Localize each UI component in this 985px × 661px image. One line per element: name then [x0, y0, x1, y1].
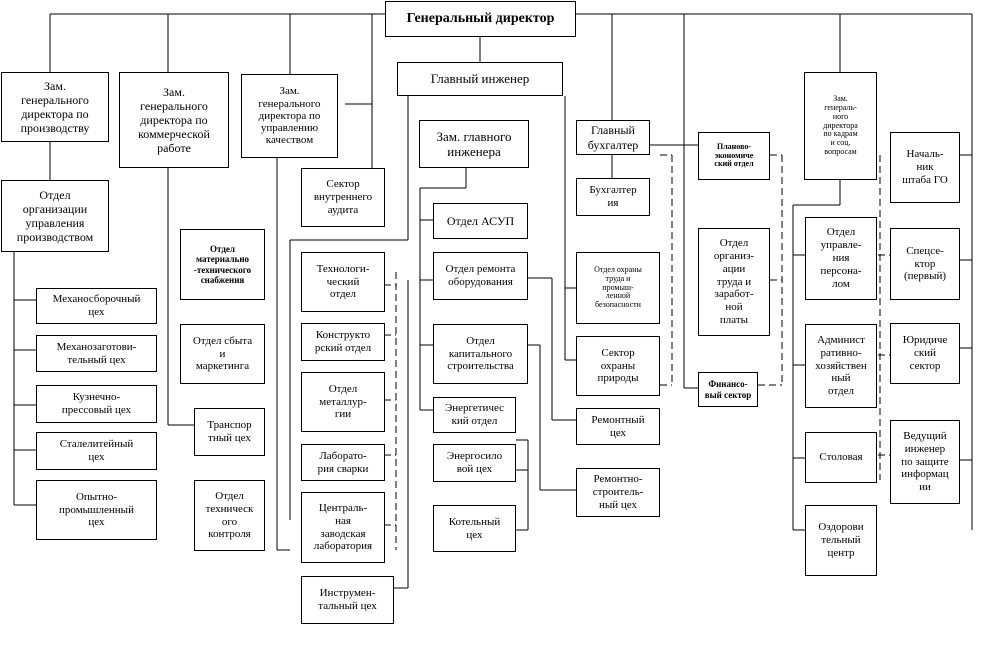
repair-shop-box: Ремонтный цех — [576, 408, 660, 445]
deputy-quality-box: Зам. генерального директора по управлени… — [241, 74, 338, 158]
welding-lab-box: Лаборато- рия сварки — [301, 444, 385, 481]
deputy-hr-box: Зам. генераль- ного директора по кадрам … — [804, 72, 877, 180]
steel-casting-shop-box: Сталелитейный цех — [36, 432, 157, 470]
special-sector-box: Спецсе- ктор (первый) — [890, 228, 960, 300]
canteen-box: Столовая — [805, 432, 877, 483]
legal-sector-box: Юридиче ский сектор — [890, 323, 960, 384]
mechanical-blank-shop-box: Механозаготови- тельный цех — [36, 335, 157, 372]
civil-defense-chief-box: Началь- ник штаба ГО — [890, 132, 960, 203]
accounting-box: Бухгалтер ия — [576, 178, 650, 216]
asup-dept-box: Отдел АСУП — [433, 203, 528, 239]
forge-press-shop-box: Кузнечно- прессовый цех — [36, 385, 157, 423]
equipment-repair-dept-box: Отдел ремонта оборудования — [433, 252, 528, 300]
chief-engineer-box: Главный инженер — [397, 62, 563, 96]
central-factory-lab-box: Централь- ная заводская лаборатория — [301, 492, 385, 563]
sales-marketing-dept-box: Отдел сбыта и маркетинга — [180, 324, 265, 384]
pilot-production-shop-box: Опытно- промышленный цех — [36, 480, 157, 540]
internal-audit-sector-box: Сектор внутреннего аудита — [301, 168, 385, 227]
labor-safety-dept-box: Отдел охраны труда и промыш- ленной безо… — [576, 252, 660, 324]
production-org-dept-box: Отдел организации управления производств… — [1, 180, 109, 252]
deputy-chief-engineer-box: Зам. главного инженера — [419, 120, 529, 168]
repair-construction-shop-box: Ремонтно- строитель- ный цех — [576, 468, 660, 517]
design-dept-box: Конструкто рский отдел — [301, 323, 385, 361]
energy-dept-box: Энергетичес кий отдел — [433, 397, 516, 433]
technological-dept-box: Технологи- ческий отдел — [301, 252, 385, 312]
chief-accountant-box: Главный бухгалтер — [576, 120, 650, 155]
planning-economic-dept-box: Планово- экономиче ский отдел — [698, 132, 770, 180]
environment-sector-box: Сектор охраны природы — [576, 336, 660, 396]
tool-shop-box: Инструмен- тальный цех — [301, 576, 394, 624]
boiler-shop-box: Котельный цех — [433, 505, 516, 552]
info-security-engineer-box: Ведущий инженер по защите информац ии — [890, 420, 960, 504]
transport-shop-box: Транспор тный цех — [194, 408, 265, 456]
general-director-box: Генеральный директор — [385, 1, 576, 37]
technical-control-dept-box: Отдел техническ ого контроля — [194, 480, 265, 551]
admin-household-dept-box: Админист ративно- хозяйствен ный отдел — [805, 324, 877, 408]
material-supply-dept-box: Отдел материально -технического снабжени… — [180, 229, 265, 300]
deputy-production-box: Зам. генерального директора по производс… — [1, 72, 109, 142]
personnel-mgmt-dept-box: Отдел управле- ния персона- лом — [805, 217, 877, 300]
power-shop-box: Энергосило вой цех — [433, 444, 516, 482]
mechanical-assembly-shop-box: Механосборочный цех — [36, 288, 157, 324]
labor-wages-dept-box: Отдел организ- ации труда и заработ- ной… — [698, 228, 770, 336]
capital-construction-dept-box: Отдел капитального строительства — [433, 324, 528, 384]
metallurgy-dept-box: Отдел металлур- гии — [301, 372, 385, 432]
health-center-box: Оздорови тельный центр — [805, 505, 877, 576]
financial-sector-box: Финансо- вый сектор — [698, 372, 758, 407]
deputy-commercial-box: Зам. генерального директора по коммерчес… — [119, 72, 229, 168]
